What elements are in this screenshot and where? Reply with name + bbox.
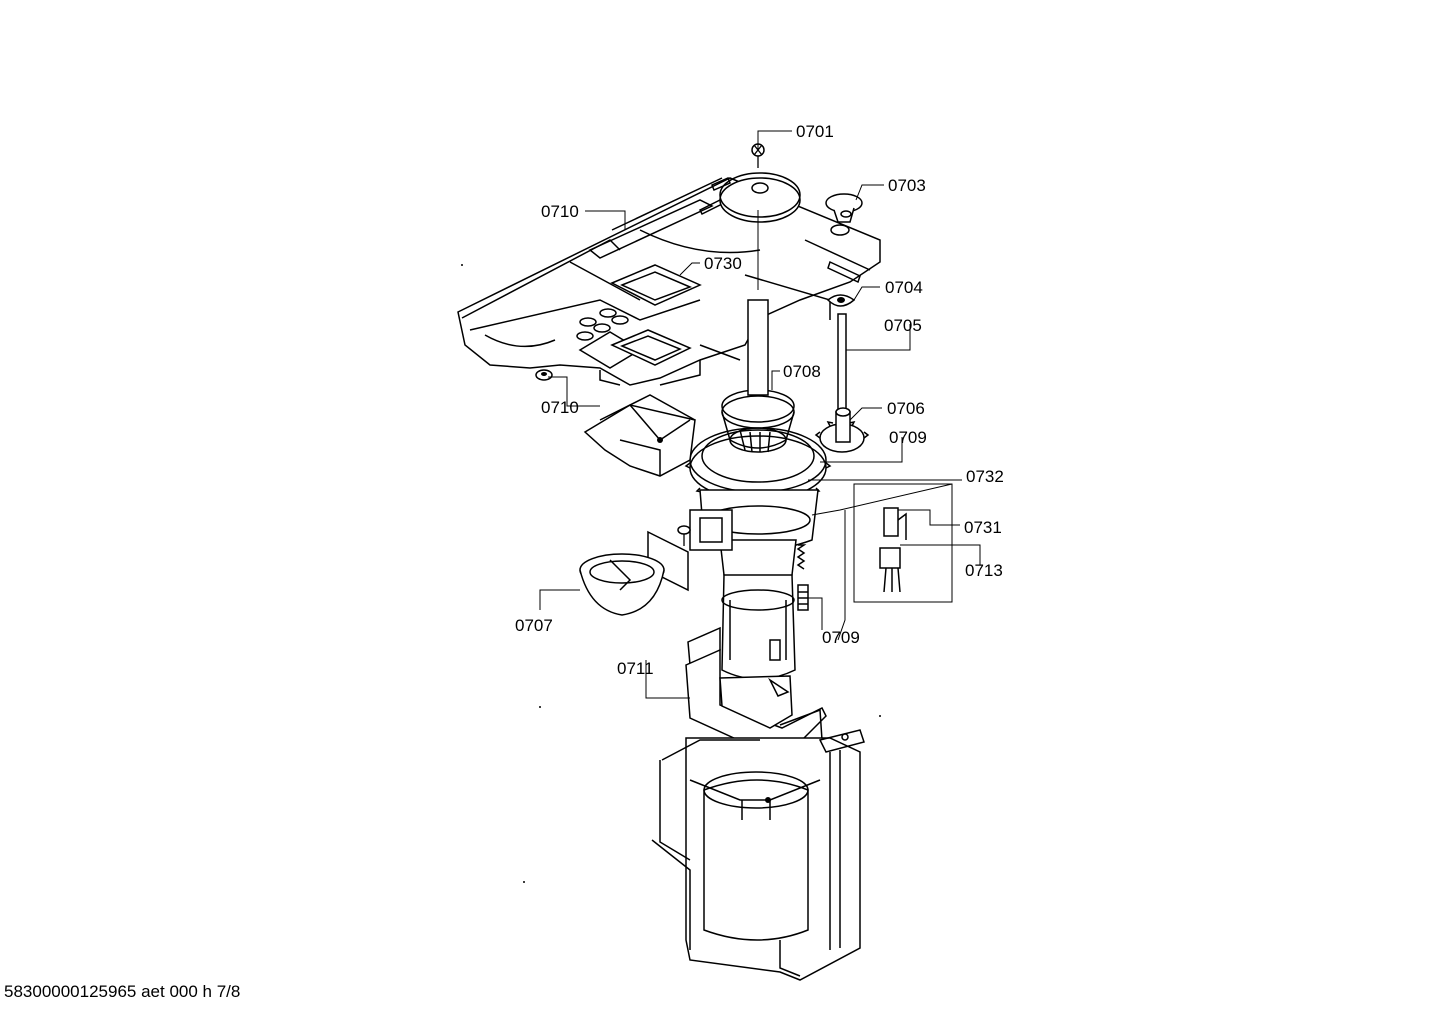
part-label-0709: 0709 xyxy=(889,428,927,447)
stray-dot xyxy=(523,881,525,883)
cover-hole xyxy=(830,224,850,236)
clip-0704 xyxy=(826,294,856,307)
washer-0710 xyxy=(535,369,553,381)
part-label-0705: 0705 xyxy=(884,316,922,335)
part-label-0710-lower: 0710 xyxy=(541,398,579,417)
stray-dot xyxy=(461,264,463,266)
knob-0703 xyxy=(825,193,863,223)
part-label-0701: 0701 xyxy=(796,122,834,141)
drive-disc xyxy=(719,172,801,290)
gear-0706 xyxy=(814,407,870,453)
stray-dot xyxy=(879,715,881,717)
shaft-0705 xyxy=(837,313,847,411)
part-label-0731: 0731 xyxy=(964,518,1002,537)
side-bracket xyxy=(677,509,733,551)
part-label-0713: 0713 xyxy=(965,561,1003,580)
part-label-0709-lower: 0709 xyxy=(822,628,860,647)
part-label-0707: 0707 xyxy=(515,616,553,635)
part-label-0706: 0706 xyxy=(887,399,925,418)
part-label-0732: 0732 xyxy=(966,467,1004,486)
switch-assembly xyxy=(853,483,953,603)
component-0730-plate xyxy=(610,264,702,366)
part-label-0711: 0711 xyxy=(617,659,654,678)
stray-dot xyxy=(539,706,541,708)
base-tank-assembly xyxy=(651,729,865,981)
grinder-gear-assembly xyxy=(684,299,832,508)
part-label-0730: 0730 xyxy=(704,254,742,273)
part-label-0710: 0710 xyxy=(541,202,579,221)
leader-lines xyxy=(539,130,981,699)
cup-0707 xyxy=(579,530,689,616)
part-label-0708: 0708 xyxy=(783,362,821,381)
part-label-0703: 0703 xyxy=(888,176,926,195)
spring-0709 xyxy=(796,544,809,611)
document-footer-id: 58300000125965 aet 000 h 7/8 xyxy=(4,982,240,1001)
chute-0710 xyxy=(583,394,696,477)
grinder-housing xyxy=(699,489,819,680)
part-label-0704: 0704 xyxy=(885,278,923,297)
